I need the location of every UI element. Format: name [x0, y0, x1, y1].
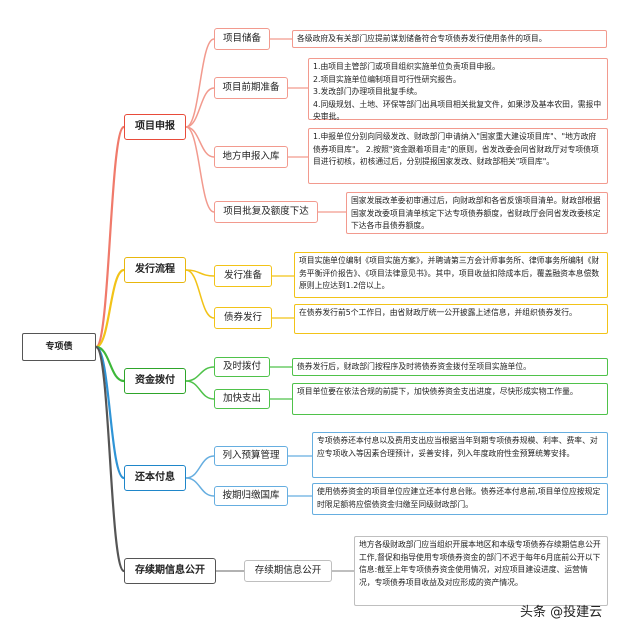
sub-local-declaration: 地方申报入库: [214, 146, 288, 168]
desc-budget-management: 专项债券还本付息以及费用支出应当根据当年到期专项债券规模、利率、费率、对应专项收…: [312, 432, 608, 478]
desc-approval-quota: 国家发展改革委初审通过后，向财政部和各省反馈项目清单。财政部根据国家发改委项目清…: [346, 192, 608, 234]
connector-b1-sub1: [185, 38, 215, 128]
desc-disclosure: 地方各级财政部门应当组织开展本地区和本级专项债券存续期信息公开工作,督促和指导使…: [354, 536, 608, 606]
sub-project-reserve: 项目储备: [214, 28, 270, 50]
connector-b4-sub2: [185, 477, 215, 497]
sub-preliminary-prep: 项目前期准备: [214, 77, 288, 99]
connector-b2-sub2: [185, 269, 215, 319]
desc-project-reserve: 各级政府及有关部门应提前谋划储备符合专项债券发行使用条件的项目。: [292, 30, 607, 48]
branch-project-application: 项目申报: [124, 114, 186, 140]
sub-accelerate-spending: 加快支出: [214, 389, 270, 409]
connector-b3-sub1: [185, 366, 215, 382]
desc-local-declaration: 1.申报单位分别向同级发改、财政部门申请纳入"国家重大建设项目库"、"地方政府债…: [308, 128, 608, 184]
connector-root-branch-5: [94, 345, 126, 573]
desc-timely-allocation: 债券发行后，财政部门按程序及时将债券资金拨付至项目实施单位。: [292, 358, 608, 376]
desc-preliminary-prep: 1.由项目主管部门或项目组织实施单位负责项目申报。 2.项目实施单位编制项目可行…: [308, 58, 608, 121]
watermark-text: 头条 @投建云: [520, 605, 603, 620]
branch-issuance-process: 发行流程: [124, 257, 186, 283]
branch-disclosure: 存续期信息公开: [124, 558, 216, 584]
desc-accelerate-spending: 项目单位要在依法合规的前提下，加快债券资金支出进度，尽快形成实物工作量。: [292, 383, 608, 415]
sub-budget-management: 列入预算管理: [214, 446, 288, 466]
connector-b1-sub4: [185, 126, 215, 213]
branch-fund-allocation: 资金拨付: [124, 368, 186, 394]
desc-treasury-return: 使用债券资金的项目单位应建立还本付息台账。债券还本付息前,项目单位应按规定时限足…: [312, 483, 608, 515]
connector-b4-sub1: [185, 455, 215, 479]
connector-root-branch-2: [95, 268, 125, 349]
connector-b1-sub2: [185, 87, 215, 128]
connector-root-branch-1: [94, 125, 126, 349]
sub-bond-issuance: 债券发行: [214, 307, 272, 329]
connector-b1-sub3: [185, 126, 215, 158]
connector-b3-sub2: [185, 380, 215, 400]
sub-treasury-return: 按期归缴国库: [214, 486, 288, 506]
desc-issuance-prep: 项目实施单位编制《项目实施方案》，并聘请第三方会计师事务所、律师事务所编制《财务…: [294, 252, 608, 298]
sub-issuance-prep: 发行准备: [214, 265, 272, 287]
root-node: 专项债: [22, 333, 96, 361]
desc-bond-issuance: 在债券发行前5个工作日，由省财政厅统一公开披露上述信息，并组织债券发行。: [294, 304, 608, 334]
sub-timely-allocation: 及时拨付: [214, 357, 270, 377]
branch-repayment: 还本付息: [124, 465, 186, 491]
sub-disclosure: 存续期信息公开: [244, 560, 332, 582]
sub-approval-quota: 项目批复及额度下达: [214, 201, 318, 223]
